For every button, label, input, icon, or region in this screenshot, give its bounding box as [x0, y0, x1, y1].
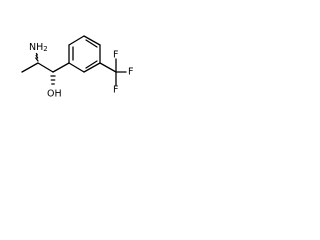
- amine-label-main: NH: [29, 42, 43, 53]
- hydroxyl-label: OH: [47, 89, 62, 100]
- fluorine-right-label: F: [128, 67, 133, 78]
- stereo-hash-bond-amine: [35, 52, 39, 62]
- ring-attachment-bond: [52, 62, 70, 73]
- chemical-structure: NH2 OH F F F: [21, 35, 133, 100]
- amine-label-subscript: 2: [43, 45, 47, 53]
- stereo-hash-bond-hydroxyl: [50, 75, 56, 85]
- cf3-attachment-bond: [99, 62, 117, 73]
- chain-bond: [37, 62, 54, 73]
- fluorine-top-label: F: [113, 50, 118, 61]
- fluorine-bottom-label: F: [113, 85, 118, 96]
- methyl-bond: [21, 62, 39, 73]
- amine-label: NH2: [29, 42, 48, 54]
- benzene-ring: [68, 35, 101, 73]
